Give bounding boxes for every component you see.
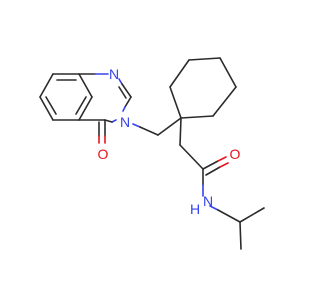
atom-n3-label: N: [120, 114, 130, 130]
atom-o-amide-label: O: [230, 146, 241, 162]
pyrimidinone-ring: [78, 73, 132, 144]
bond-n1-c2: [121, 83, 132, 98]
acetamide-chain: [179, 117, 265, 250]
atom-o4-label: O: [98, 146, 109, 162]
bond-c2-double: [118, 86, 127, 99]
cyclohexane-ring: [169, 57, 237, 119]
bond-n3-c4: [104, 119, 113, 123]
atom-labels: N N O O N H: [98, 66, 241, 217]
bond-c2-n3: [124, 96, 132, 108]
atom-h-amide-label: H: [190, 201, 200, 217]
benzene-ring: [39, 73, 93, 121]
atom-n-amide-label: N: [203, 193, 213, 209]
atom-n1-label: N: [109, 66, 119, 82]
methylene-linker: [132, 117, 182, 136]
molecule-structure: N N O O N H: [39, 57, 265, 250]
